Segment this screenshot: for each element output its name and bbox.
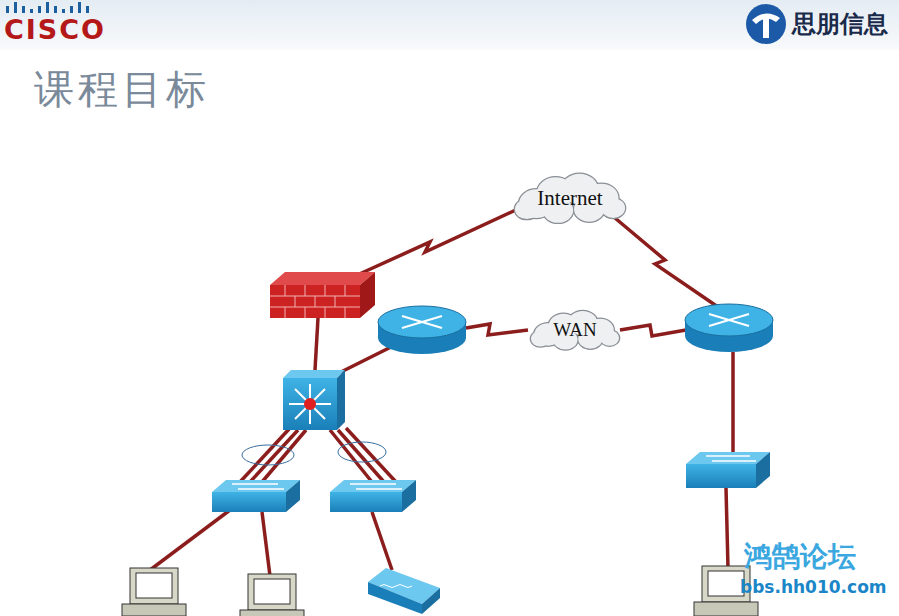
header-band (0, 0, 899, 50)
label-text: 鸿鹄论坛 (744, 538, 856, 576)
label-text: 思朋信息 (792, 8, 888, 40)
cloud-text-wrap: Internet (510, 170, 630, 211)
cloud-node: Internet (510, 170, 630, 226)
router-left (378, 306, 466, 354)
cloud-label: Internet (510, 186, 630, 211)
cisco-bars (6, 2, 89, 13)
slide-title: 课程目标 (34, 62, 210, 117)
layer3-switch (283, 370, 345, 430)
firewall-icon (270, 272, 375, 318)
ip-phone (368, 568, 440, 614)
router-right (685, 304, 773, 352)
cloud-text-wrap: WAN (527, 308, 623, 341)
switches (212, 452, 770, 512)
cloud-node: WAN (527, 308, 623, 352)
etherchannel-rings (242, 442, 386, 465)
label-text: CISCO (4, 14, 106, 45)
links (150, 208, 733, 576)
company-logo (746, 4, 786, 44)
pcs (122, 566, 758, 616)
label-text: bbs.hh010.com (740, 577, 887, 597)
cloud-label: WAN (527, 319, 623, 341)
